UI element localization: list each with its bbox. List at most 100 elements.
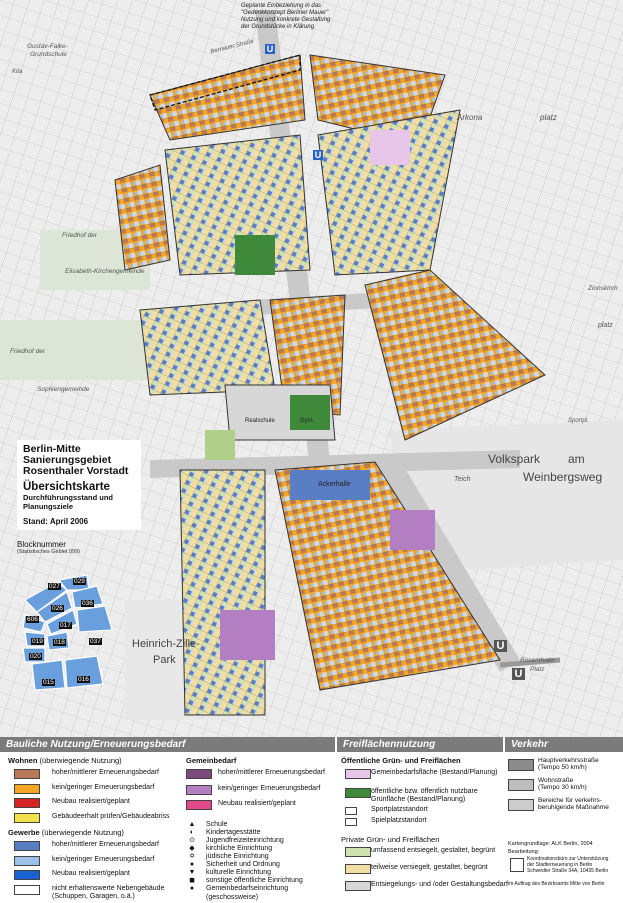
legend-symbol-icon: ◆ — [189, 845, 195, 852]
legend-swatch — [345, 847, 371, 857]
spielplatz-icon — [345, 818, 357, 826]
block-label: 017 — [59, 622, 72, 629]
legend-symbol-icon: ✡ — [189, 853, 195, 860]
gewerbe-extra: (Schuppen, Garagen, o.ä.) — [52, 893, 135, 900]
legend-label: Gebäudeerhalt prüfen/Gebäudeabriss — [52, 812, 170, 820]
legend-swatch — [14, 870, 40, 880]
legend-symbol-label: sonstige öffentliche Einrichtung — [206, 877, 303, 884]
label-rosenthaler: Rosenthaler — [520, 657, 556, 664]
memorial-annotation: Geplante Einbeziehung in das "Gedenkkonz… — [241, 3, 330, 31]
subtitle: Übersichtskarte — [23, 481, 110, 493]
ackerhalle-block — [290, 470, 370, 500]
title-line: Rosenthaler Vorstadt — [23, 465, 129, 477]
legend-swatch — [14, 841, 40, 851]
block-far-west — [114, 164, 171, 271]
ubahn-icon: U — [265, 44, 275, 54]
oeffentlich-extra: Grünfläche (Bestand/Planung) — [371, 796, 466, 803]
legend-label: Neubau realisiert/geplant — [52, 870, 130, 877]
label-sophien: Sophiengemeinde — [37, 386, 90, 393]
legend-label: Neubau realisiert/geplant — [52, 798, 130, 805]
description: Planungsziele — [23, 502, 74, 511]
label-elisabeth: Elisabeth-Kirchengemeinde — [65, 268, 145, 275]
legend-swatch — [14, 884, 40, 895]
label-platz-3: Platz — [530, 666, 545, 673]
cemetery-area-2 — [0, 320, 150, 380]
verkehr-label: Wohnstraße — [538, 777, 574, 784]
koord-line: der Stadterneuerung in Berlin — [527, 862, 593, 868]
verkehr-extra: (Tempo 30 km/h) — [538, 784, 587, 791]
label-grundschule: Grundschule — [30, 51, 67, 58]
auftrag-label: im Auftrag des Bezirksamts Mitte von Ber… — [508, 881, 605, 887]
verkehr-extra: beruhigende Maßnahme — [538, 804, 609, 811]
legend-swatch — [14, 783, 40, 794]
legend-label: hoher/mittlerer Erneuerungsbedarf — [218, 769, 326, 776]
block-south — [274, 461, 501, 691]
label-friedhof-2: Friedhof der — [10, 348, 46, 355]
inset-subheading: (Statistisches Gebiet 099) — [17, 549, 80, 555]
legend-symbol-label: Jugendfreizeiteinrichtung — [206, 837, 284, 844]
legend-label: nicht erhaltenswerte Nebengebäude — [52, 884, 165, 892]
gemeinbedarf-area-2 — [390, 510, 435, 550]
annotation-line: der Grundstücke in Klärung — [241, 24, 315, 30]
legend-label: kein/geringer Erneuerungsbedarf — [218, 784, 321, 792]
legend-symbol-icon: ● — [189, 885, 195, 892]
gewerbe-heading: Gewerbe (überwiegende Nutzung) — [8, 828, 124, 837]
legend-symbol-icon: ◼ — [189, 877, 195, 884]
block-east — [364, 269, 546, 441]
label-teich: Teich — [454, 476, 471, 483]
label-kita: Kita — [12, 69, 23, 75]
legend-label: Neubau realisiert/geplant — [218, 800, 296, 807]
sportplatz-label: Sportplatzstandort — [371, 806, 428, 813]
koord-line: Koordinationsbüro zur Unterstützung — [527, 856, 609, 862]
title-line: Sanierungsgebiet — [23, 454, 112, 466]
legend-header-bauliche: Bauliche Nutzung/Erneuerungsbedarf — [0, 737, 335, 752]
oeffentlich-heading: Öffentliche Grün- und Freiflächen — [341, 756, 461, 765]
koord-line: Schwedter Straße 34A, 10435 Berlin — [527, 868, 609, 874]
verkehr-swatch — [508, 779, 534, 791]
block-south-west — [179, 469, 266, 716]
legend-symbol-label: Sicherheit und Ordnung — [206, 861, 280, 868]
label-heinrich-zille: Heinrich-Zille- — [132, 638, 200, 650]
legend-swatch — [345, 788, 371, 798]
legend-swatch — [14, 798, 40, 808]
legend-label: Entsiegelungs- und /oder Gestaltungsbeda… — [371, 881, 508, 888]
memorial-boundary — [149, 54, 301, 111]
ubahn-icon: U — [494, 640, 507, 652]
legend-swatch — [14, 855, 40, 866]
ubahn-icon: U — [512, 668, 525, 680]
legend-swatch — [186, 769, 212, 779]
label-volkspark: Volkspark — [488, 452, 541, 466]
legend-label: hoher/mittlerer Erneuerungsbedarf — [52, 769, 160, 776]
block-label: 016 — [77, 676, 90, 683]
label-park: Park — [153, 654, 176, 666]
label-sportpl: Sportpl. — [568, 418, 589, 424]
grundschule-block — [220, 610, 275, 660]
verkehr-label: Bereiche für verkehrs- — [538, 797, 602, 804]
legend-label: kein/geringer Erneuerungsbedarf — [52, 783, 155, 791]
koordination-logo — [510, 858, 524, 872]
wohnen-heading: Wohnen (überwiegende Nutzung) — [8, 756, 122, 765]
legend-swatch — [345, 769, 371, 779]
label-platz-2: platz — [598, 322, 613, 329]
map-legend: Bauliche Nutzung/Erneuerungsbedarf Freif… — [0, 737, 623, 903]
label-gym: Gym. — [300, 418, 315, 424]
privat-heading: Private Grün- und Freiflächen — [341, 835, 440, 844]
title-box: Berlin-Mitte Sanierungsgebiet Rosenthale… — [17, 440, 141, 530]
legend-swatch — [345, 881, 371, 891]
block-label: 026 — [51, 605, 64, 612]
legend-swatch — [345, 864, 371, 874]
verkehr-label: Hauptverkehrsstraße — [538, 757, 599, 764]
pappel-platz — [205, 430, 235, 460]
block-label: 037 — [89, 638, 102, 645]
wohnen-label: Wohnen — [8, 756, 38, 765]
description: Durchführungsstand und — [23, 493, 113, 502]
annotation-line: Geplante Einbeziehung in das — [241, 3, 322, 9]
block-label: 020 — [29, 653, 42, 660]
legend-label: hoher/mittlerer Erneuerungsbedarf — [52, 841, 160, 848]
legend-header-verkehr: Verkehr — [505, 737, 623, 752]
block-label: 029 — [73, 578, 86, 585]
legend-label: teilweise versiegelt, gestaltet, begrünt — [371, 864, 488, 871]
legend-symbol-icon: ● — [189, 861, 195, 868]
legend-symbol-label: Kindertagesstätte — [206, 829, 261, 836]
